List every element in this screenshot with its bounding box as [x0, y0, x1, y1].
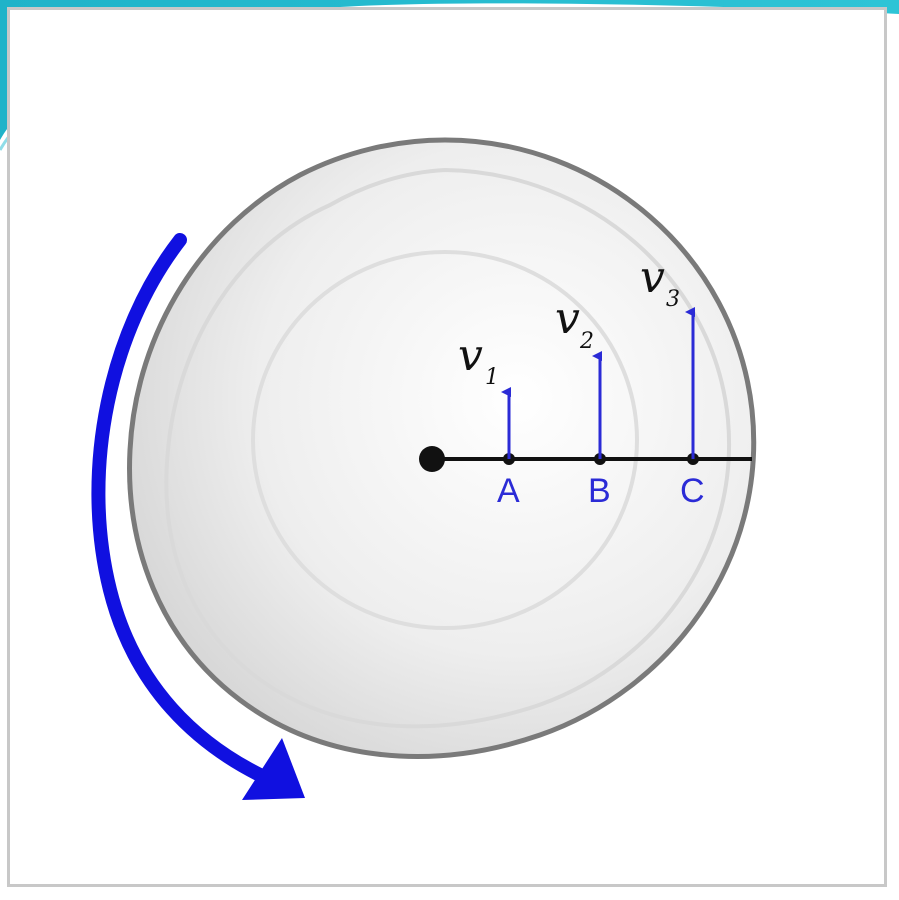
velocity-sub-v2: 2 [579, 329, 594, 354]
point-b-label: B [588, 472, 611, 510]
disc-center-ring [251, 250, 639, 630]
velocity-sub-v3: 3 [666, 287, 680, 312]
velocity-label-v2: v [555, 293, 580, 344]
disc-inner-ring [164, 167, 732, 729]
disc-center [419, 446, 445, 472]
velocity-sub-v1: 1 [485, 365, 499, 390]
point-c-label: C [680, 472, 705, 510]
velocity-label-v1: v [458, 330, 483, 381]
rotation-arrow-icon [242, 738, 305, 800]
disc [127, 137, 757, 759]
point-a-label: A [497, 472, 520, 510]
velocity-label-v3: v [640, 252, 665, 303]
rotation-arrow-body [91, 233, 267, 782]
